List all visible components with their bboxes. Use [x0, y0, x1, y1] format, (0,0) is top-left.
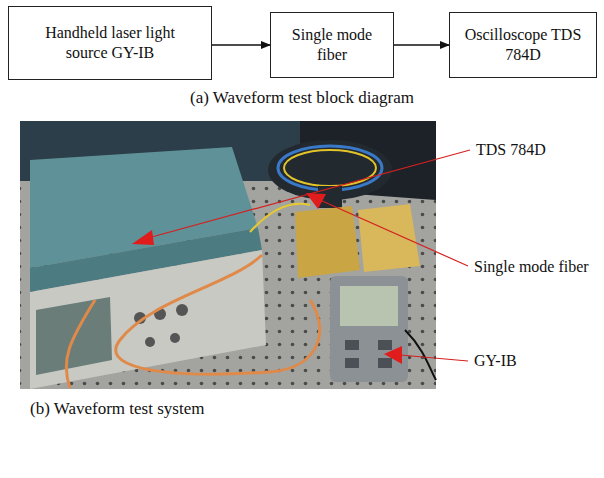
- pointer-arrowhead: [132, 230, 154, 245]
- box-text: Oscilloscope TDS 784D: [463, 25, 583, 65]
- box-text: Handheld laser light source GY-IB: [45, 23, 175, 63]
- figure-caption: (a) Waveform test block diagram: [190, 88, 414, 108]
- part-label: Single mode fiber: [474, 257, 589, 276]
- leader-line: [400, 355, 468, 361]
- leader-line: [320, 200, 468, 266]
- flow-arrow: [212, 44, 270, 46]
- orange-cable: [116, 255, 320, 374]
- process-box: Handheld laser light source GY-IB: [8, 6, 212, 80]
- optical-table: [20, 121, 436, 389]
- gold-box: [358, 204, 420, 272]
- flow-arrow: [394, 44, 449, 46]
- part-label: GY-IB: [474, 351, 517, 370]
- gold-box: [295, 206, 360, 278]
- box-text: Single mode fiber: [280, 25, 384, 65]
- process-box: Oscilloscope TDS 784D: [449, 12, 597, 78]
- handheld-meter: [330, 276, 408, 382]
- part-label: TDS 784D: [476, 140, 546, 159]
- process-box: Single mode fiber: [270, 12, 394, 78]
- pointer-arrowhead: [384, 346, 402, 364]
- leader-line: [148, 150, 470, 238]
- pointer-arrowhead: [306, 193, 326, 209]
- figure-caption: (b) Waveform test system: [30, 399, 204, 419]
